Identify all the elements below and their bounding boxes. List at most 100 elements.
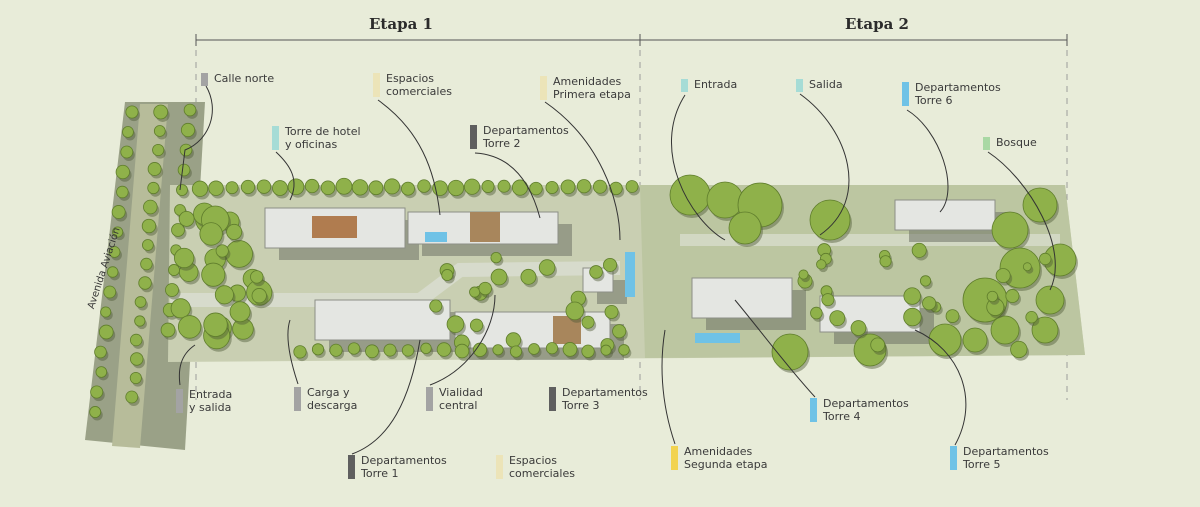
espacios-comerciales-sur-swatch <box>496 455 503 479</box>
espacios-comerciales-sur-label-line2: comerciales <box>509 467 575 480</box>
torre-6-swatch <box>902 82 909 106</box>
road-tree <box>129 333 143 347</box>
torre-hotel-swatch <box>272 126 279 150</box>
south-tree <box>311 343 325 356</box>
road-tree <box>134 296 147 308</box>
edge-tree <box>609 181 623 196</box>
pool-tower2 <box>425 232 447 242</box>
salida-swatch <box>796 79 803 92</box>
salida-label-line1: Salida <box>809 78 843 91</box>
road-tree <box>147 181 160 195</box>
torre-5-swatch <box>950 446 957 470</box>
torre-2-swatch <box>470 125 477 149</box>
road-tree <box>141 218 157 234</box>
espacios-comerciales-sur-label-line1: Espacios <box>509 454 557 467</box>
edge-tree <box>304 178 320 194</box>
edge-tree <box>225 181 239 195</box>
garden-tree <box>251 288 267 304</box>
road-tree <box>177 163 191 177</box>
salida-label: Salida <box>809 78 843 91</box>
stage2-tree <box>911 242 927 258</box>
torre-1-label-line1: Departamentos <box>361 454 447 467</box>
plaza-tree <box>589 265 603 279</box>
edge-tree <box>287 178 305 196</box>
torre-5-label-line2: Torre 5 <box>963 458 1001 471</box>
vialidad-central-label-line1: Vialidad <box>439 386 483 399</box>
edge-tree <box>401 181 415 196</box>
tower-2-roof-deck <box>470 212 500 242</box>
torre-3-swatch <box>549 387 556 411</box>
edge-tree <box>256 179 272 194</box>
garden-tree <box>201 262 226 287</box>
vialidad-central-swatch <box>426 387 433 411</box>
amenidades-primera-label-line1: Amenidades <box>553 75 622 88</box>
road-tree <box>106 266 119 278</box>
edge-tree <box>447 179 465 197</box>
edge-tree <box>545 180 559 194</box>
south-tree <box>509 345 523 358</box>
south-tree <box>528 343 540 355</box>
amenidades-primera-pointer <box>544 101 621 241</box>
edge-tree <box>191 180 209 197</box>
edge-tree <box>320 180 336 196</box>
stage2-tree <box>995 268 1011 284</box>
forest-tree <box>990 315 1020 345</box>
torre-5-pointer <box>914 329 967 446</box>
plaza-tree <box>612 324 627 339</box>
garden-tree <box>174 247 195 269</box>
plaza-tree <box>441 269 454 281</box>
garden-tree <box>199 222 223 246</box>
bosque-swatch <box>983 137 990 150</box>
torre-2-pointer <box>474 152 541 219</box>
forest-tree <box>809 199 851 241</box>
road-tree <box>153 125 166 137</box>
carga-descarga-label-line1: Carga y <box>307 386 350 399</box>
espacios-comerciales-norte-label-line2: comerciales <box>386 85 452 98</box>
road-tree <box>138 276 152 290</box>
hotel-roof-deck <box>312 216 357 238</box>
espacios-norte-pointer <box>377 99 441 216</box>
forest-tree <box>991 211 1029 249</box>
road-tree <box>183 103 197 117</box>
plaza-tree <box>446 315 465 334</box>
edge-tree <box>208 180 224 196</box>
road-tree <box>120 145 134 159</box>
torre-2-label-line1: Departamentos <box>483 124 569 137</box>
hotel-tower-building <box>264 207 406 249</box>
garden-tree <box>170 298 191 319</box>
edge-tree <box>335 177 353 195</box>
plaza-tree <box>538 259 556 276</box>
torre-6-pointer <box>906 109 949 213</box>
south-tree <box>454 343 470 359</box>
stage2-tree <box>1022 262 1032 272</box>
entrada-swatch <box>681 79 688 92</box>
edge-tree <box>529 181 543 196</box>
plaza-tree <box>490 268 508 286</box>
plaza-tree <box>505 332 522 348</box>
plaza-tree <box>603 257 618 272</box>
road-tree <box>108 246 121 258</box>
plaza-tree <box>520 268 537 285</box>
stage2-tree <box>922 296 937 311</box>
road-tree <box>112 226 124 238</box>
torre-4-label-line2: Torre 4 <box>823 410 861 423</box>
torre-5-label-line1: Departamentos <box>963 445 1049 458</box>
amenidades-primera-swatch <box>540 76 547 100</box>
carga-pointer <box>287 319 299 385</box>
torre-hotel-label-line2: y oficinas <box>285 138 338 151</box>
plaza-tree <box>581 315 595 329</box>
torre-2-label-line2: Torre 2 <box>483 137 521 150</box>
south-tree <box>581 344 595 358</box>
salida-pointer <box>799 93 850 236</box>
stage2-tree <box>810 306 823 320</box>
plaza-tree <box>565 301 585 321</box>
